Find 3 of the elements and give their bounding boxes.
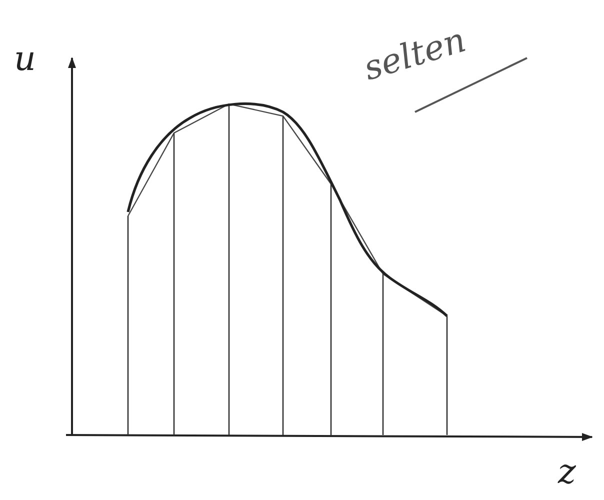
axis-label: z xyxy=(558,455,576,489)
handwritten-note: selten xyxy=(360,23,470,86)
axis-label: u xyxy=(14,42,36,76)
